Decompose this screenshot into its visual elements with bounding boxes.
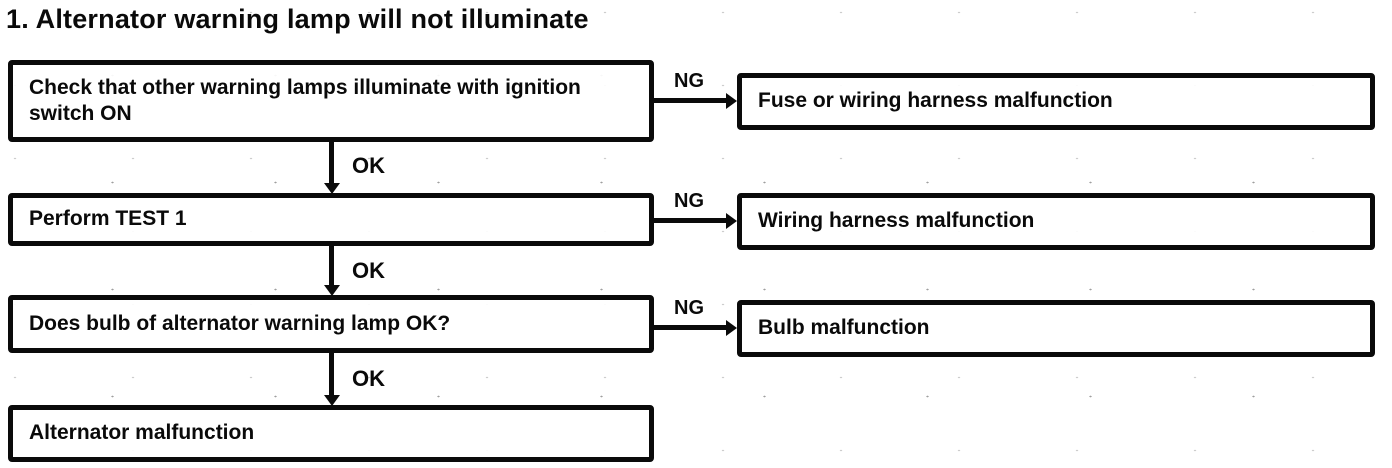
flow-result-box-1: Fuse or wiring harness malfunction: [737, 73, 1375, 130]
arrow-right-icon: [726, 93, 737, 109]
ok-label-2: OK: [352, 258, 385, 283]
flow-step-text: Perform TEST 1: [29, 207, 187, 231]
arrow-down-icon: [324, 395, 340, 406]
flow-result-text: Wiring harness malfunction: [758, 209, 1035, 233]
flow-result-text: Fuse or wiring harness malfunction: [758, 89, 1113, 113]
flow-step-box-3: Does bulb of alternator warning lamp OK?: [8, 295, 654, 353]
flow-step-box-1: Check that other warning lamps illuminat…: [8, 60, 654, 142]
ng-connector-line-2: [653, 218, 727, 223]
ng-label-3: NG: [674, 297, 704, 319]
ng-connector-line-1: [653, 98, 727, 103]
flow-result-text: Bulb malfunction: [758, 316, 930, 340]
flow-result-box-3: Bulb malfunction: [737, 300, 1375, 357]
arrow-right-icon: [726, 213, 737, 229]
ok-connector-line-1: [329, 142, 334, 184]
page-title: 1. Alternator warning lamp will not illu…: [6, 4, 589, 34]
flow-step-text: Does bulb of alternator warning lamp OK?: [29, 311, 451, 335]
ng-connector-line-3: [653, 325, 727, 330]
flow-step-box-4: Alternator malfunction: [8, 405, 654, 462]
arrow-right-icon: [726, 320, 737, 336]
flow-result-box-2: Wiring harness malfunction: [737, 193, 1375, 250]
ng-label-2: NG: [674, 190, 704, 212]
flow-step-text: Alternator malfunction: [29, 421, 255, 445]
ok-connector-line-2: [329, 246, 334, 286]
arrow-down-icon: [324, 285, 340, 296]
ok-label-3: OK: [352, 366, 385, 391]
ng-label-1: NG: [674, 70, 704, 92]
flow-step-box-2: Perform TEST 1: [8, 193, 654, 246]
ok-connector-line-3: [329, 353, 334, 396]
ok-label-1: OK: [352, 153, 385, 178]
arrow-down-icon: [324, 183, 340, 194]
flow-step-text: Check that other warning lamps illuminat…: [29, 75, 581, 125]
